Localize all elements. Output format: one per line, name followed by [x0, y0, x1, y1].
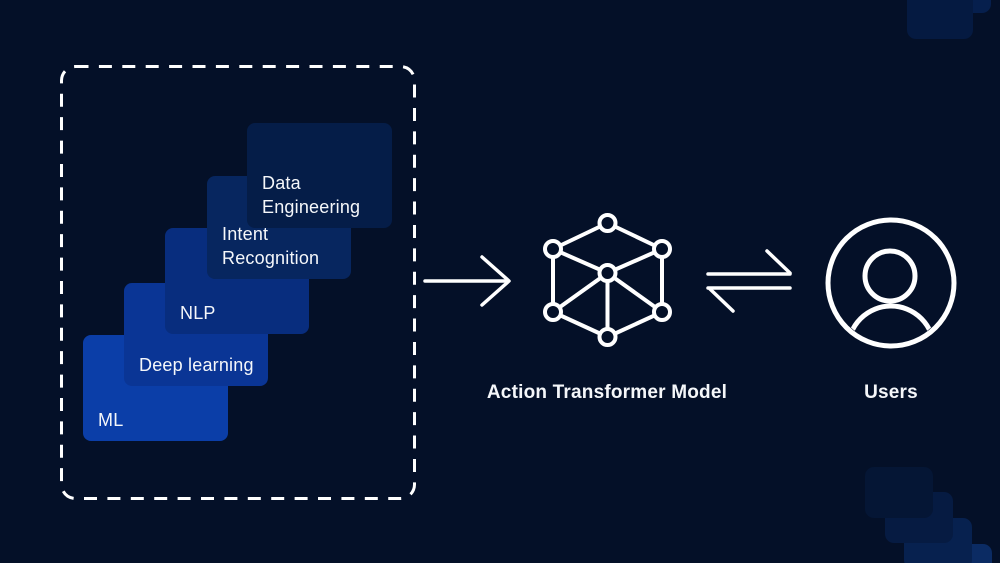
- dashed-group-frame: [60, 65, 416, 500]
- stack-item-label: ML: [98, 410, 124, 430]
- model-caption: Action Transformer Model: [486, 382, 728, 403]
- bidirectional-exchange-arrows-icon: [706, 249, 792, 313]
- right-arrow-icon: [423, 255, 511, 307]
- stack-item-label: Intent Recognition: [222, 224, 320, 268]
- corner-decoration-square: [907, 0, 973, 39]
- user-circle-icon: [825, 217, 957, 349]
- stack-item-label: NLP: [180, 303, 216, 323]
- stack-item-data-engineering: Data Engineering: [247, 123, 392, 228]
- stack-item-label: Deep learning: [139, 355, 254, 375]
- cube-network-icon: [543, 213, 672, 347]
- corner-decoration-square: [865, 467, 933, 518]
- stack-item-label: Data Engineering: [262, 173, 361, 217]
- users-caption: Users: [864, 382, 918, 403]
